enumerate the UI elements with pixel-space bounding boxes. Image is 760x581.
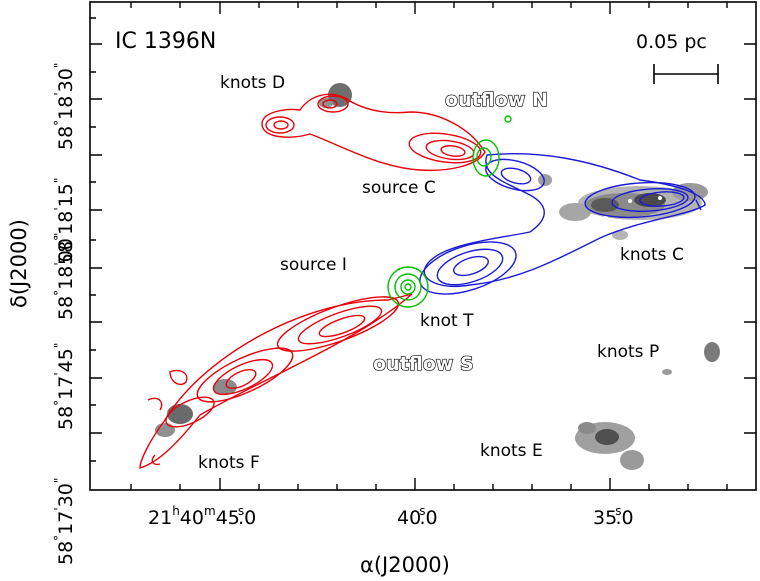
label-knot-t: knot T (420, 311, 474, 331)
y-axis-label: δ(J2000) (7, 219, 31, 308)
knots-f-emission (155, 379, 237, 437)
chart-title: IC 1396N (115, 29, 216, 54)
y-tick-label-17-45: 58°17'45" (52, 343, 77, 430)
green-contours (387, 115, 512, 308)
label-source-c: source C (362, 178, 436, 198)
label-knots-e: knots E (480, 441, 543, 461)
x-tick-label-40: 40s.0 (397, 504, 438, 529)
y-tick-label-18-30: 58°18'30" (52, 63, 77, 150)
knots-p-emission (662, 342, 720, 375)
y-tick-labels: 58°18'30" 58°18'15" 58°18'00" 58°17'45" … (52, 63, 77, 565)
y-tick-label-18-15: 58°18'15" (52, 178, 77, 265)
label-knots-p: knots P (597, 342, 659, 362)
plot-frame (89, 1, 757, 491)
axis-ticks (90, 2, 756, 490)
label-knots-c: knots C (620, 245, 684, 265)
scale-bar-label: 0.05 pc (636, 31, 707, 53)
label-outflow-n: outflow N (445, 89, 548, 111)
label-knots-d: knots D (220, 73, 285, 93)
y-tick-label-17-30: 58°17'30" (52, 478, 77, 565)
x-tick-label-35: 35s.0 (593, 504, 634, 529)
h2-emission-layer (155, 83, 720, 470)
label-source-i: source I (280, 255, 347, 275)
red-contours (139, 93, 486, 469)
label-outflow-s: outflow S (373, 353, 474, 375)
scale-bar (653, 64, 719, 84)
y-tick-label-18-00: 58°18'00" (52, 233, 77, 320)
x-tick-label-45: 21h40m45s.0 (148, 504, 256, 529)
label-knots-f: knots F (198, 453, 260, 473)
blue-contours (419, 153, 706, 295)
x-axis-label: α(J2000) (360, 553, 450, 577)
knots-e-emission (575, 422, 644, 470)
